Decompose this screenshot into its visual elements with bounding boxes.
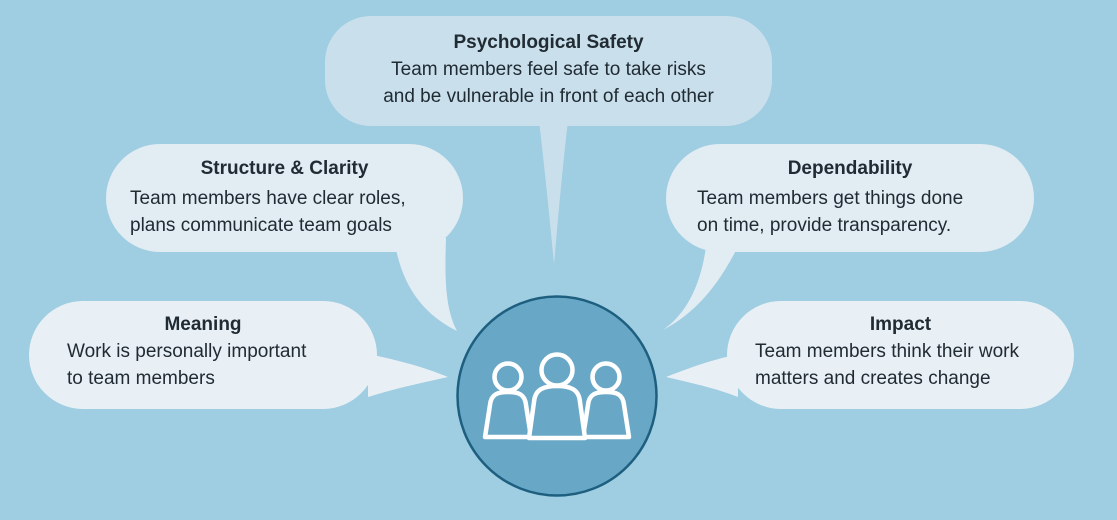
team-people-icon: [482, 352, 632, 441]
impact-tail: [666, 354, 738, 397]
bubble-impact-title: Impact: [869, 314, 932, 335]
bubble-psychological-safety-body: Team members feel safe to take risks and…: [383, 59, 714, 107]
dependability-tail: [663, 238, 742, 330]
bubble-dependability-body: Team members get things done on time, pr…: [697, 188, 964, 236]
structure-clarity-tail: [394, 238, 457, 331]
bubble-impact-body: Team members think their work matters an…: [755, 341, 1019, 389]
bubble-meaning: Meaning Work is personally important to …: [29, 301, 377, 409]
person-middle-head: [539, 352, 575, 388]
team-circle: [456, 295, 658, 497]
bubble-dependability: Dependability Team members get things do…: [666, 144, 1034, 252]
person-left-body: [482, 389, 534, 440]
bubble-meaning-title: Meaning: [164, 314, 242, 335]
meaning-tail: [368, 354, 448, 397]
person-right-head: [590, 361, 622, 393]
person-right-body: [580, 389, 632, 440]
bubble-structure-clarity-body: Team members have clear roles, plans com…: [130, 188, 406, 236]
person-left-head: [492, 361, 524, 393]
bubble-structure-clarity: Structure & Clarity Team members have cl…: [106, 144, 463, 252]
bubble-dependability-title: Dependability: [787, 158, 913, 179]
person-middle-body: [526, 383, 588, 441]
psychological-safety-tail: [538, 112, 569, 264]
bubble-psychological-safety-title: Psychological Safety: [453, 32, 644, 53]
bubble-impact: Impact Team members think their work mat…: [727, 301, 1074, 409]
bubble-structure-clarity-title: Structure & Clarity: [200, 158, 369, 179]
bubble-psychological-safety: Psychological Safety Team members feel s…: [325, 16, 772, 126]
bubble-meaning-body: Work is personally important to team mem…: [67, 341, 307, 389]
